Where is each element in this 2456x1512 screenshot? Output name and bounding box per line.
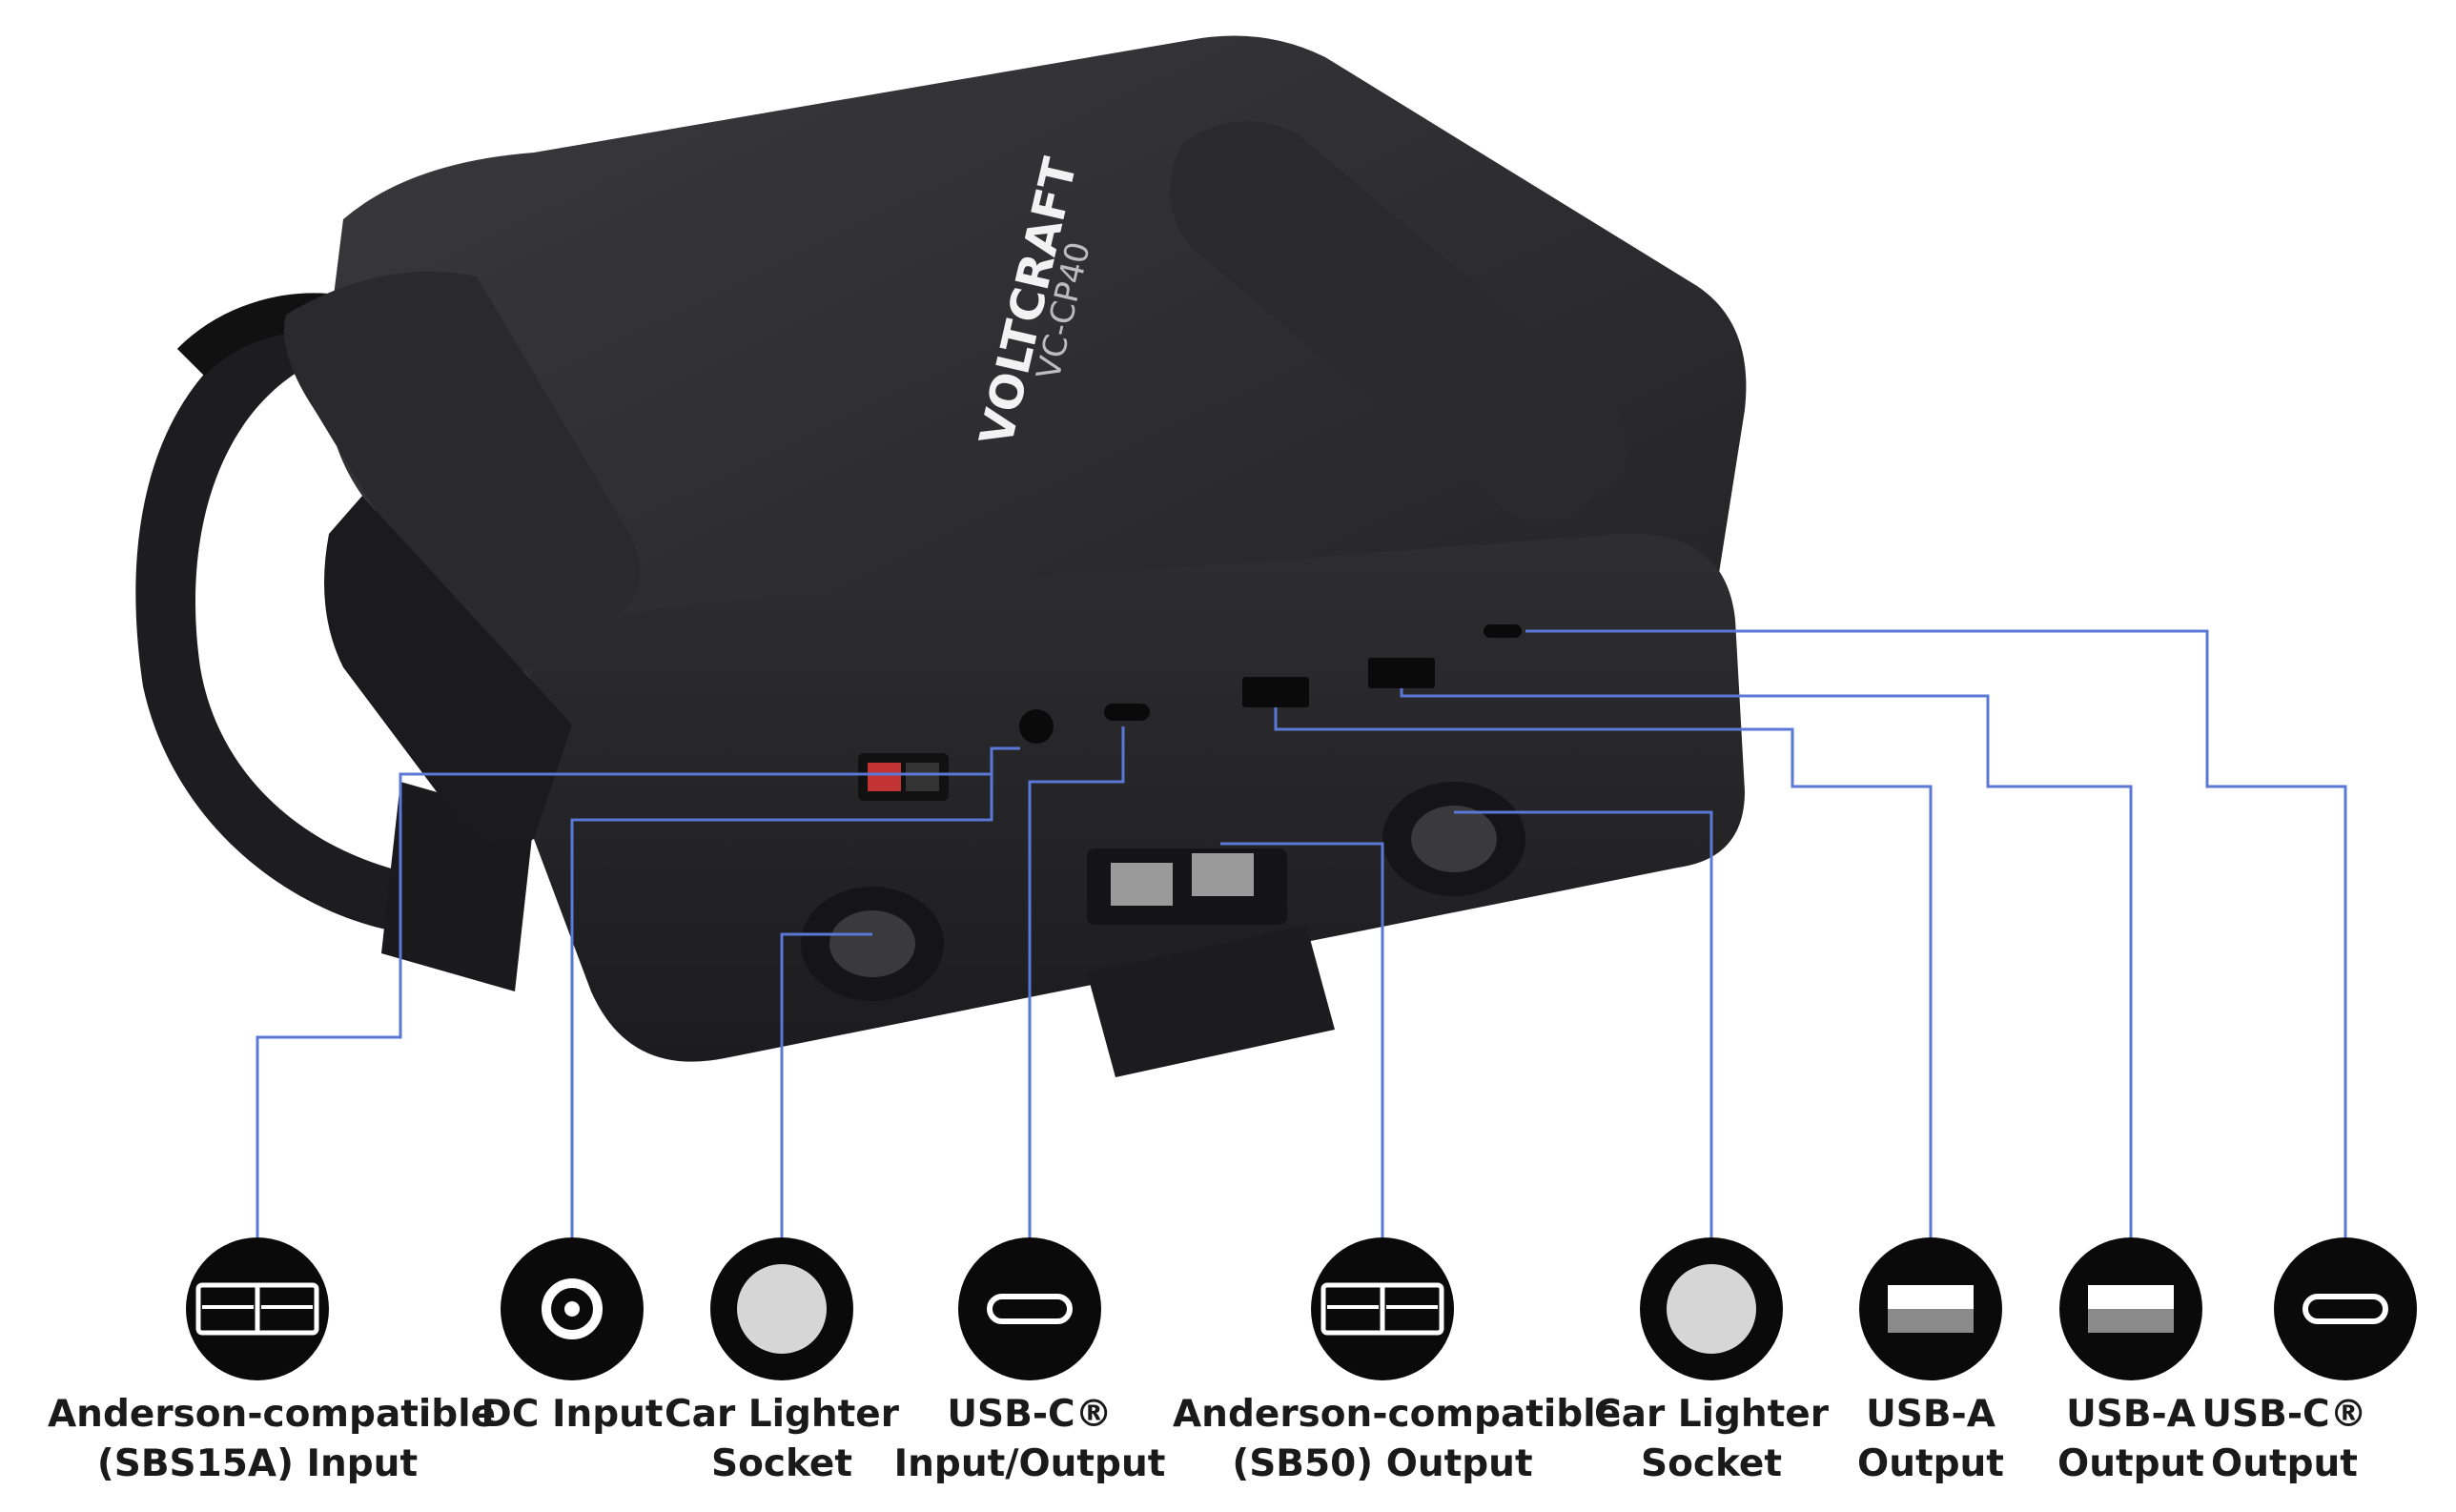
usb-a-icon: [1859, 1237, 2002, 1380]
usb-c-port-2: [1484, 624, 1522, 638]
port-label-anderson-input: Anderson-compatible (SBS15A) Input: [48, 1390, 497, 1489]
leader-line-9: [1525, 629, 2347, 1241]
port-label-line1: Car Lighter: [665, 1393, 899, 1436]
usb-a-port-1: [1242, 677, 1309, 707]
usb-a-icon: [2059, 1237, 2202, 1380]
dc-input-port: [1019, 709, 1054, 744]
port-label-anderson-output: Anderson-compatible (SB50) Output: [1173, 1390, 1622, 1489]
usb-c-port-1: [1104, 704, 1150, 721]
leader-line-1: [256, 772, 992, 1241]
port-label-car-lighter-1: Car Lighter Socket: [572, 1390, 992, 1489]
port-label-line1: DC Input: [481, 1393, 664, 1436]
anderson-connector-icon: [186, 1237, 329, 1380]
grip-pad-left: [284, 272, 641, 672]
port-label-car-lighter-2: Car Lighter Socket: [1502, 1390, 1921, 1489]
car-lighter-socket-icon: [710, 1237, 853, 1380]
leader-line-6: [1454, 810, 1713, 1241]
usb-a-port-2: [1368, 658, 1435, 688]
port-label-line1: Anderson-compatible: [1173, 1393, 1622, 1436]
grip-pad-right: [1170, 121, 1627, 521]
port-label-line1: USB-A: [2066, 1393, 2196, 1436]
leader-line-7: [1274, 707, 1933, 1241]
port-label-line2: Socket: [1641, 1442, 1782, 1485]
port-label-line1: USB-C®: [2201, 1393, 2367, 1436]
port-label-line2: (SBS15A) Input: [96, 1442, 419, 1485]
leader-line-4: [1028, 726, 1125, 1241]
port-label-line2: Output: [2211, 1442, 2358, 1485]
port-label-line1: Car Lighter: [1594, 1393, 1829, 1436]
port-label-usb-a-1: USB-A Output: [1721, 1390, 2140, 1489]
leader-lines: [256, 629, 2347, 1241]
port-label-usb-c-output: USB-C® Output: [2132, 1390, 2437, 1489]
port-label-line1: USB-C®: [947, 1393, 1113, 1436]
usb-c-icon: [958, 1237, 1101, 1380]
port-label-line2: (SB50) Output: [1232, 1442, 1533, 1485]
leader-line-2: [570, 746, 1020, 1241]
port-label-usb-c-io: USB-C® Input/Output: [820, 1390, 1239, 1489]
port-label-usb-a-2: USB-A Output: [1921, 1390, 2341, 1489]
device-side-face: [324, 496, 572, 846]
port-icons: [186, 1237, 2417, 1380]
front-panel-ports: [801, 624, 1525, 1077]
port-label-line2: Socket: [711, 1442, 852, 1485]
port-label-line2: Input/Output: [893, 1442, 1166, 1485]
port-label-line1: Anderson-compatible: [48, 1393, 497, 1436]
leader-line-5: [1220, 842, 1384, 1241]
leader-line-8: [1400, 688, 2133, 1241]
anderson-connector-icon: [1311, 1237, 1454, 1380]
car-lighter-socket-icon: [1640, 1237, 1783, 1380]
leader-line-3: [780, 932, 872, 1241]
port-label-line1: USB-A: [1866, 1393, 1996, 1436]
anderson-port-cover: [1087, 925, 1335, 1077]
dc-input-icon: [501, 1237, 644, 1380]
port-label-dc-input: DC Input: [362, 1390, 782, 1440]
port-label-line2: Output: [1857, 1442, 2004, 1485]
usb-c-icon: [2274, 1237, 2417, 1380]
port-label-line2: Output: [2057, 1442, 2204, 1485]
